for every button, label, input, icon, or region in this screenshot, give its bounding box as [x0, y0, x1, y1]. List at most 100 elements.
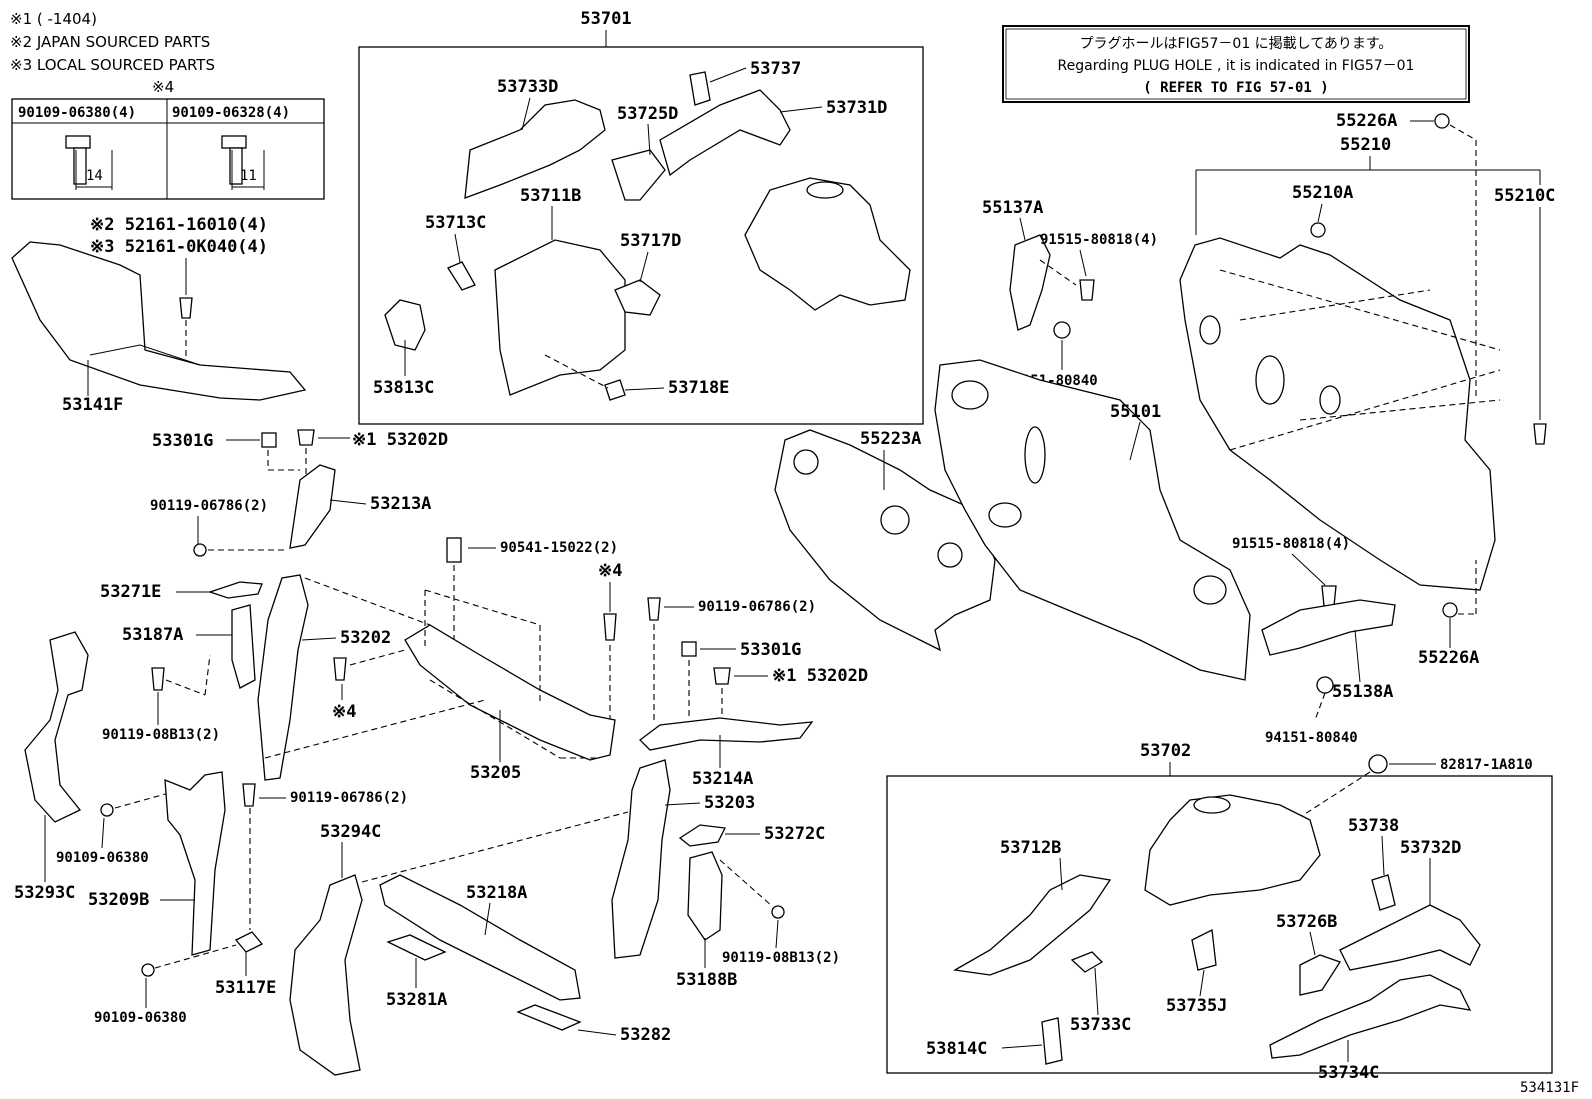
bolt-icon — [141, 963, 155, 977]
part-53213A — [289, 464, 336, 549]
clip-icon — [179, 297, 193, 319]
label-53282: 53282 — [620, 1025, 671, 1045]
label-91515-b: 91515-80818(4) — [1232, 536, 1350, 552]
part-53293C — [24, 631, 89, 823]
part-53205 — [404, 624, 616, 761]
label-53218A: 53218A — [466, 883, 527, 903]
label-53735J: 53735J — [1166, 996, 1227, 1016]
label-55226A-b: 55226A — [1418, 648, 1479, 668]
bolt-icon — [771, 905, 785, 919]
info-line-3: ( REFER TO FIG 57-01 ) — [1143, 80, 1328, 96]
part-53271E — [207, 581, 263, 599]
label-53213A: 53213A — [370, 494, 431, 514]
part-55226A-a — [1434, 113, 1450, 129]
label-90119-06786-a: 90119-06786(2) — [150, 498, 268, 514]
figure-id: 534131F — [1520, 1080, 1579, 1096]
label-55210: 55210 — [1340, 135, 1391, 155]
part-55137A — [1009, 234, 1051, 331]
label-53702: 53702 — [1140, 741, 1191, 761]
label-53711B: 53711B — [520, 186, 581, 206]
label-53813C: 53813C — [373, 378, 434, 398]
label-55226A-a: 55226A — [1336, 111, 1397, 131]
label-53725D: 53725D — [617, 104, 678, 124]
part-53732D — [1339, 904, 1481, 971]
bolt-icon — [1079, 279, 1095, 301]
part-53202D-a — [297, 429, 315, 446]
bolt-icon — [242, 783, 256, 807]
part-53218A — [379, 874, 581, 1001]
label-53272C: 53272C — [764, 824, 825, 844]
label-91515-a: 91515-80818(4) — [1040, 232, 1158, 248]
label-53281A: 53281A — [386, 990, 447, 1010]
label-53117E: 53117E — [215, 978, 276, 998]
group-53702: 53702 82817-1A810 53712B 53738 53732D 53… — [886, 741, 1553, 1083]
note-1: ※1 ( -1404) — [10, 10, 97, 28]
label-53203: 53203 — [704, 793, 755, 813]
note-4: ※4 — [152, 78, 174, 96]
label-53713C: 53713C — [425, 213, 486, 233]
part-55210A — [1310, 222, 1326, 238]
label-55210C: 55210C — [1494, 186, 1555, 206]
part-53717D — [614, 279, 661, 316]
part-82817 — [1368, 754, 1388, 774]
part-53141F — [11, 241, 307, 401]
bolt-table-col1-part: 90109-06380(4) — [18, 105, 136, 121]
bolt-table-col2-part: 90109-06328(4) — [172, 105, 290, 121]
label-55101: 55101 — [1110, 402, 1161, 422]
label-53214A: 53214A — [692, 769, 753, 789]
label-52161-b: ※3 52161-0K040(4) — [90, 237, 268, 257]
part-53202 — [257, 574, 309, 781]
bolt-icon — [603, 613, 617, 641]
label-53737: 53737 — [750, 59, 801, 79]
label-x4-b: ※4 — [332, 702, 356, 722]
part-53188B — [687, 851, 723, 941]
part-55210C — [1533, 423, 1547, 445]
part-53813C — [384, 299, 426, 351]
bolt-icon — [193, 543, 207, 557]
part-53117E — [234, 931, 264, 953]
part-53734C — [1269, 974, 1472, 1059]
label-55223A: 55223A — [860, 429, 921, 449]
label-53734C: 53734C — [1318, 1063, 1379, 1083]
part-53712B — [953, 874, 1112, 976]
label-90109-06380-a: 90109-06380 — [56, 850, 149, 866]
label-53701: 53701 — [580, 9, 631, 29]
nut-icon — [1053, 321, 1071, 339]
label-55210A: 55210A — [1292, 183, 1353, 203]
label-90109-06380-b: 90109-06380 — [94, 1010, 187, 1026]
part-53209B — [164, 771, 226, 956]
label-53738: 53738 — [1348, 816, 1399, 836]
bolt-icon — [65, 135, 113, 190]
label-53294C: 53294C — [320, 822, 381, 842]
part-53738 — [1371, 874, 1396, 911]
label-53202D-a: ※1 53202D — [352, 430, 448, 450]
label-53814C: 53814C — [926, 1039, 987, 1059]
bolt-icon — [221, 135, 265, 190]
part-55223A — [774, 429, 996, 652]
label-53202D-b: ※1 53202D — [772, 666, 868, 686]
part-53733D — [464, 99, 606, 199]
bolt-table-col2-dim: 11 — [240, 168, 257, 184]
label-90119-08B13-a: 90119-08B13(2) — [102, 727, 220, 743]
label-53733D: 53733D — [497, 77, 558, 97]
notes-block: ※1 ( -1404) ※2 JAPAN SOURCED PARTS ※3 LO… — [10, 10, 215, 96]
label-90541: 90541-15022(2) — [500, 540, 618, 556]
part-53187A — [231, 604, 256, 689]
part-53294C — [289, 874, 363, 1076]
label-55138A: 55138A — [1332, 682, 1393, 702]
part-53737 — [689, 71, 711, 106]
label-53731D: 53731D — [826, 98, 887, 118]
part-53702-apron — [1144, 794, 1321, 906]
part-53713C — [447, 261, 476, 291]
part-53282 — [516, 1004, 582, 1031]
part-53711B — [494, 239, 626, 396]
bolt-icon — [333, 657, 347, 681]
bolt-table: 90109-06380(4) 90109-06328(4) 14 11 — [11, 98, 325, 200]
label-53733C: 53733C — [1070, 1015, 1131, 1035]
label-52161-a: ※2 52161-16010(4) — [90, 215, 268, 235]
part-53272C — [678, 824, 726, 847]
part-53301G-b — [681, 641, 697, 657]
note-2: ※2 JAPAN SOURCED PARTS — [10, 33, 210, 51]
label-53187A: 53187A — [122, 625, 183, 645]
